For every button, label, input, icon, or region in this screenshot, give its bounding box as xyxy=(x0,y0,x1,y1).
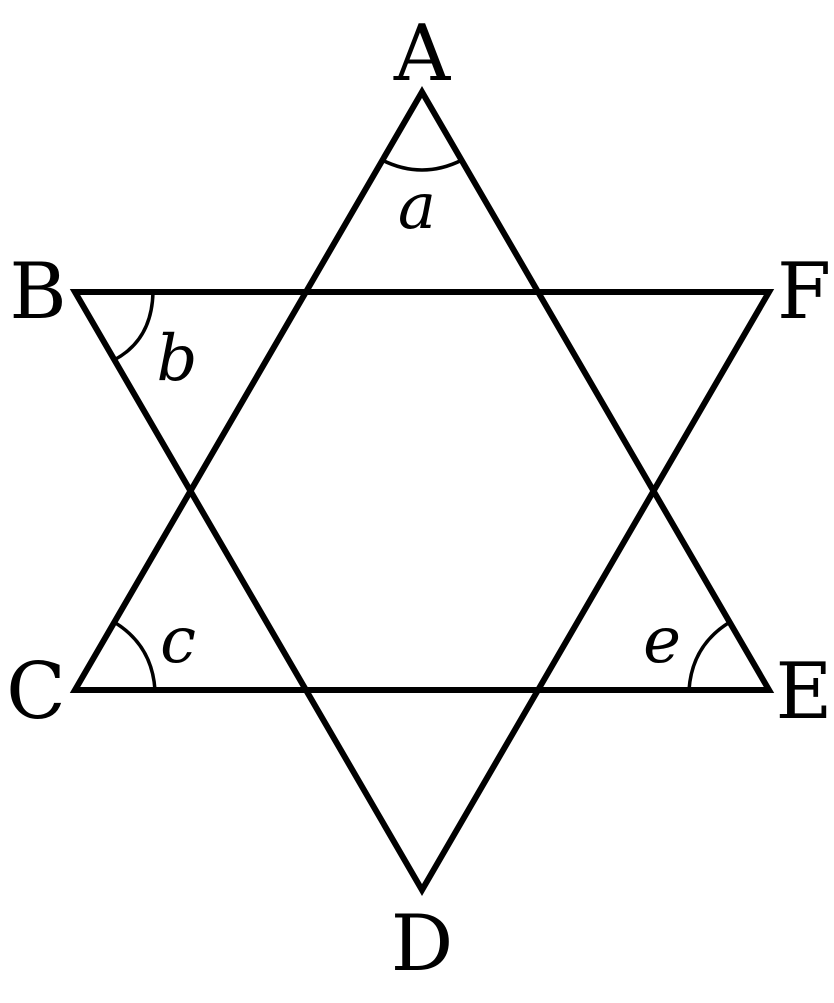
vertex-label-d: D xyxy=(391,899,454,989)
vertex-label-e: E xyxy=(776,647,833,737)
vertex-label-c: C xyxy=(6,647,66,737)
vertex-label-a: A xyxy=(393,9,452,99)
angle-label-b: b xyxy=(157,322,198,396)
triangle-ace xyxy=(69,86,775,693)
angle-label-a: a xyxy=(398,170,436,244)
vertex-label-f: F xyxy=(777,247,831,337)
angle-arc-e xyxy=(687,620,731,691)
vertex-label-b: B xyxy=(9,247,66,337)
triangle-bfd xyxy=(69,289,775,896)
angle-arc-b xyxy=(113,291,155,362)
angle-arc-c xyxy=(113,620,157,691)
angle-arc-a xyxy=(381,158,463,172)
angle-label-e: e xyxy=(643,604,681,678)
angle-label-c: c xyxy=(160,604,196,678)
